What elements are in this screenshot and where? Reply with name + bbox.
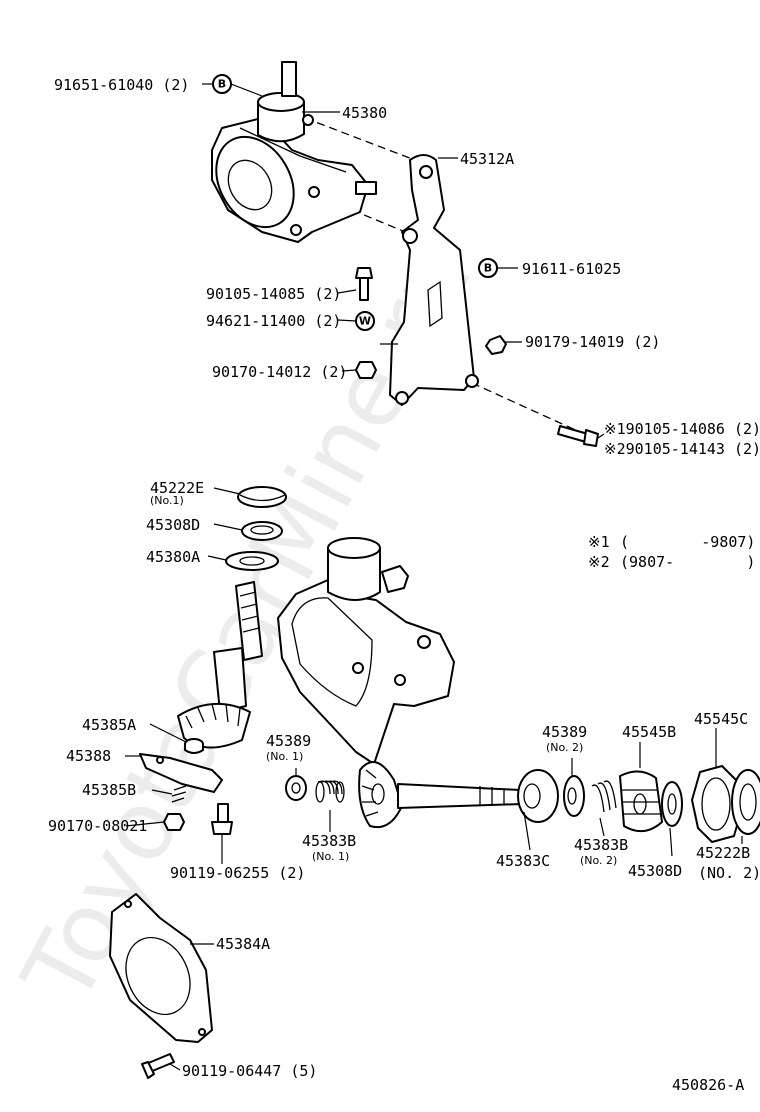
cap-45222b bbox=[731, 769, 760, 835]
label-45222b: 45222B bbox=[696, 844, 750, 862]
label-91611-61025: 91611-61025 bbox=[522, 260, 621, 278]
gear-housing-45380 bbox=[211, 61, 377, 243]
label-90170-14012: 90170-14012 (2) bbox=[212, 363, 347, 381]
label-90105-14143: ※290105-14143 (2) bbox=[604, 440, 760, 458]
label-45384a: 45384A bbox=[216, 935, 270, 953]
label-45385b: 45385B bbox=[82, 781, 136, 799]
label-94621-11400: 94621-11400 (2) bbox=[206, 312, 341, 330]
label-45383b-no1-sub: (No. 1) bbox=[312, 850, 349, 863]
bolt-90119-06447 bbox=[141, 1053, 175, 1079]
label-45380: 45380 bbox=[342, 104, 387, 122]
label-45383b-no2: 45383B bbox=[574, 836, 628, 854]
nut-90170-08021 bbox=[163, 813, 185, 831]
label-45308d-2: 45308D bbox=[628, 862, 682, 880]
label-45383b-no2-sub: (No. 2) bbox=[580, 854, 617, 867]
label-45545b: 45545B bbox=[622, 723, 676, 741]
label-90170-08021: 90170-08021 bbox=[48, 817, 147, 835]
cover-45384a bbox=[109, 893, 213, 1043]
spring-45385b bbox=[171, 785, 187, 803]
bearing-45383c bbox=[517, 769, 559, 823]
legend-note1-range: ( -9807) bbox=[620, 533, 755, 551]
label-45383c: 45383C bbox=[496, 852, 550, 870]
output-shaft bbox=[397, 783, 523, 809]
alignment-line bbox=[471, 382, 581, 433]
gear-shaft bbox=[177, 581, 263, 749]
label-45545c: 45545C bbox=[694, 710, 748, 728]
lower-housing bbox=[277, 537, 455, 765]
washer-94621-11400: W bbox=[355, 311, 375, 331]
label-45383b-no1: 45383B bbox=[302, 832, 356, 850]
legend-note2-mark: ※2 bbox=[588, 553, 610, 571]
symbol-b-circle: B bbox=[212, 74, 232, 94]
label-45222b-sub: (NO. 2) bbox=[698, 864, 760, 882]
bushing-45389-no1 bbox=[285, 775, 307, 801]
label-90119-06447: 90119-06447 (5) bbox=[182, 1062, 317, 1080]
legend: ※1 ( -9807) ※2 (9807- ) bbox=[588, 533, 755, 571]
spring-45383b-no2 bbox=[591, 780, 617, 813]
locknut-45545c bbox=[691, 765, 743, 843]
label-45389-no1: 45389 bbox=[266, 732, 311, 750]
label-90179-14019: 90179-14019 (2) bbox=[525, 333, 660, 351]
svg-text:B: B bbox=[484, 262, 492, 275]
bevel-gear bbox=[358, 761, 403, 828]
label-90119-06255: 90119-06255 (2) bbox=[170, 864, 305, 882]
bushing-45389-no2 bbox=[563, 775, 585, 817]
label-90105-14085: 90105-14085 (2) bbox=[206, 285, 341, 303]
svg-text:B: B bbox=[218, 78, 226, 91]
diagram-code: 450826-A bbox=[672, 1076, 744, 1094]
label-90105-14086: ※190105-14086 (2) bbox=[604, 420, 760, 438]
oil-seal-45308d bbox=[241, 521, 283, 541]
label-91651-61040: 91651-61040 (2) bbox=[54, 76, 189, 94]
bolt-90105-14086 bbox=[557, 425, 599, 447]
label-45389-no1-sub: (No. 1) bbox=[266, 750, 303, 763]
pin-45385a bbox=[184, 738, 204, 754]
label-45385a: 45385A bbox=[82, 716, 136, 734]
label-45312a: 45312A bbox=[460, 150, 514, 168]
label-45308d: 45308D bbox=[146, 516, 200, 534]
label-45389-no2: 45389 bbox=[542, 723, 587, 741]
svg-text:W: W bbox=[359, 315, 371, 328]
seal-45308d-2 bbox=[661, 781, 683, 827]
legend-note2-range: (9807- ) bbox=[620, 553, 755, 571]
nut-90170-14012 bbox=[355, 361, 377, 379]
nut-90179-14019 bbox=[485, 335, 507, 355]
symbol-b-circle: B bbox=[478, 258, 498, 278]
label-45388: 45388 bbox=[66, 747, 111, 765]
label-45380a: 45380A bbox=[146, 548, 200, 566]
bolt-90105-14085 bbox=[355, 267, 373, 301]
legend-note1-mark: ※1 bbox=[588, 533, 610, 551]
bracket-45312a bbox=[389, 154, 479, 406]
spring-45383b-no1 bbox=[315, 780, 345, 803]
bolt-90119-06255 bbox=[211, 803, 233, 835]
label-45222e-sub: (No.1) bbox=[150, 494, 184, 507]
adjuster-45545b bbox=[619, 770, 663, 833]
label-45389-no2-sub: (No. 2) bbox=[546, 741, 583, 754]
washer-45380a bbox=[225, 551, 279, 571]
label-45222e: 45222E bbox=[150, 479, 204, 497]
alignment-line bbox=[304, 117, 421, 163]
cap-45222e bbox=[237, 486, 287, 508]
